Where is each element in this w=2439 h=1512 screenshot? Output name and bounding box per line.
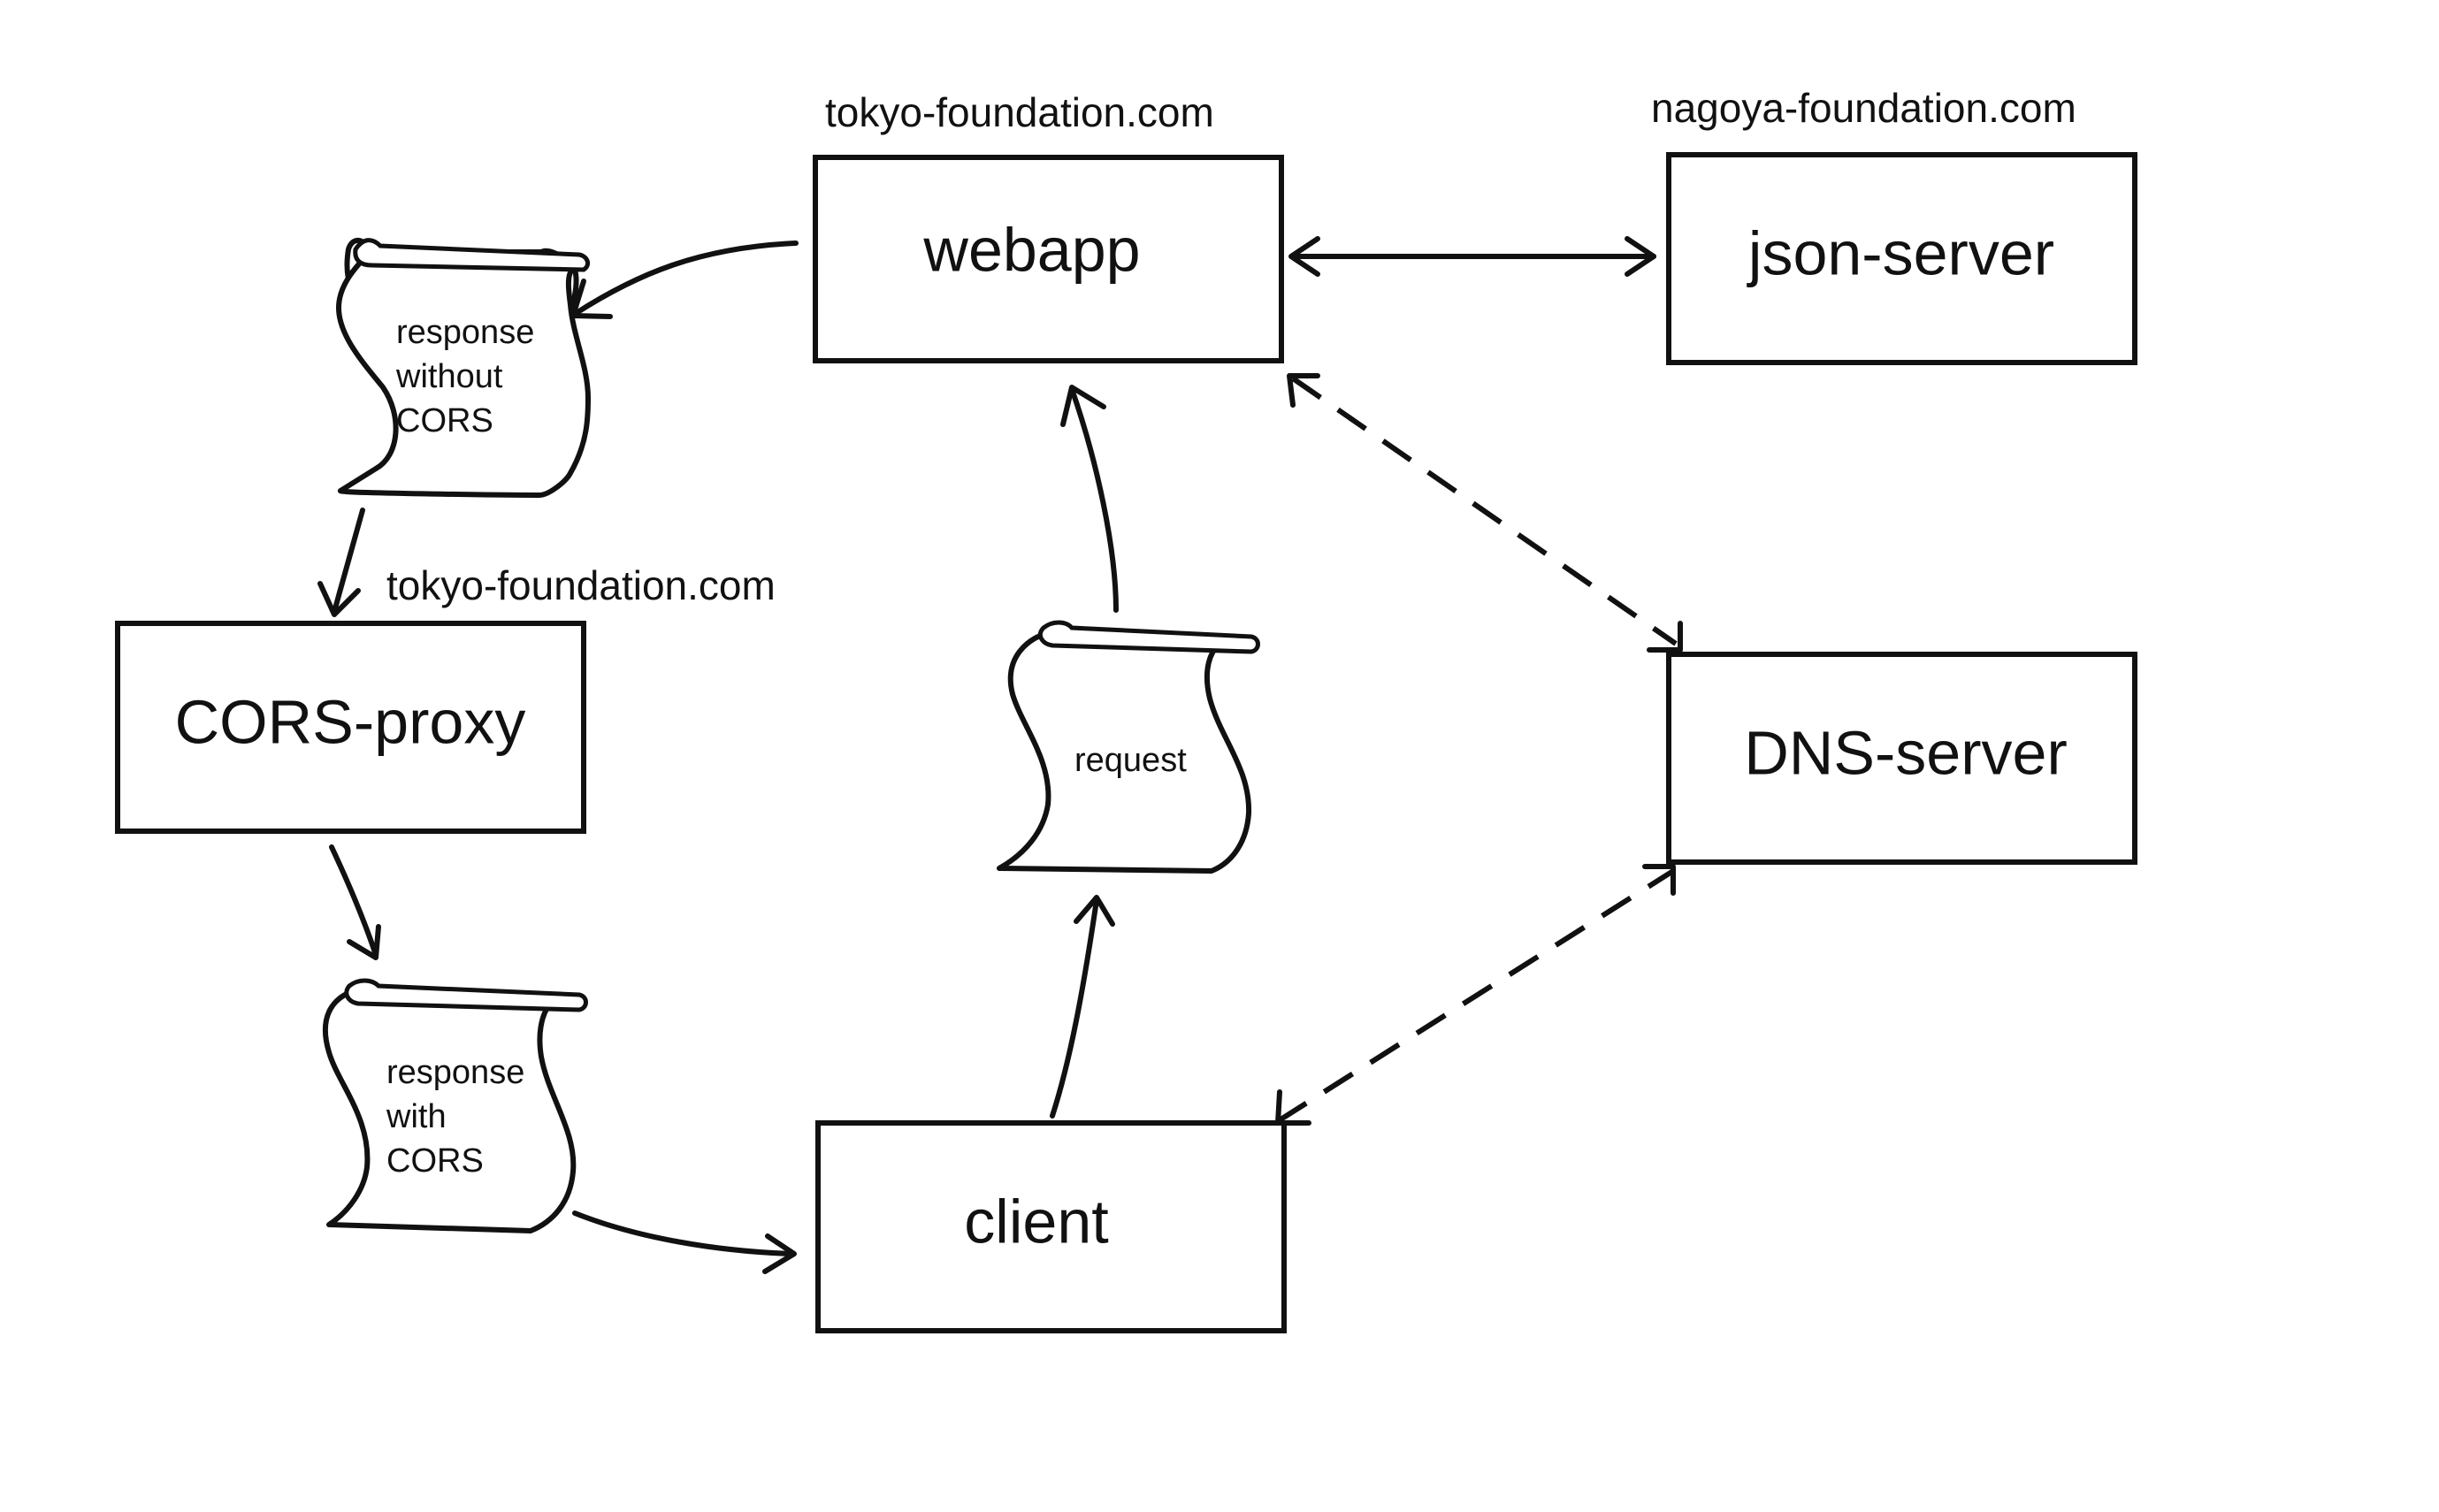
webapp-dns-server-edge — [1287, 373, 1683, 653]
webapp-node: webapp — [813, 155, 1284, 363]
cors-proxy-to-response-with-cors-edge — [329, 844, 381, 960]
json-server-node: json-server — [1666, 152, 2137, 365]
cors-proxy-label: CORS-proxy — [175, 687, 526, 756]
webapp-label: webapp — [922, 215, 1140, 284]
client-label: client — [964, 1187, 1108, 1256]
json-server-domain-label: nagoya-foundation.com — [1651, 85, 2076, 131]
webapp-json-server-edge — [1288, 236, 1656, 277]
response-with-cors-document: response with CORS — [323, 978, 588, 1233]
client-to-request-edge — [1050, 895, 1115, 1119]
response-without-cors-line-1: response — [396, 314, 534, 351]
cors-proxy-domain-label: tokyo-foundation.com — [386, 562, 776, 608]
client-dns-server-edge — [1275, 864, 1676, 1126]
request-to-webapp-edge — [1060, 385, 1119, 613]
response-with-cors-line-1: response — [386, 1054, 524, 1091]
dns-server-label: DNS-server — [1744, 718, 2068, 787]
webapp-domain-label: tokyo-foundation.com — [825, 89, 1214, 135]
response-to-cors-proxy-edge — [317, 508, 365, 617]
cors-proxy-node: CORS-proxy — [115, 621, 586, 834]
response-without-cors-line-2: without — [395, 358, 503, 395]
response-with-cors-line-2: with — [386, 1098, 447, 1135]
response-without-cors-line-3: CORS — [396, 402, 493, 439]
request-text: request — [1074, 742, 1187, 779]
dns-server-node: DNS-server — [1666, 652, 2137, 865]
webapp-to-response-without-cors-edge — [570, 241, 799, 319]
response-with-cors-to-client-edge — [572, 1210, 797, 1274]
client-node: client — [815, 1120, 1287, 1333]
request-document: request — [997, 620, 1260, 874]
response-without-cors-document: response without CORS — [336, 237, 591, 498]
json-server-label: json-server — [1747, 218, 2054, 287]
response-with-cors-line-3: CORS — [386, 1142, 484, 1180]
